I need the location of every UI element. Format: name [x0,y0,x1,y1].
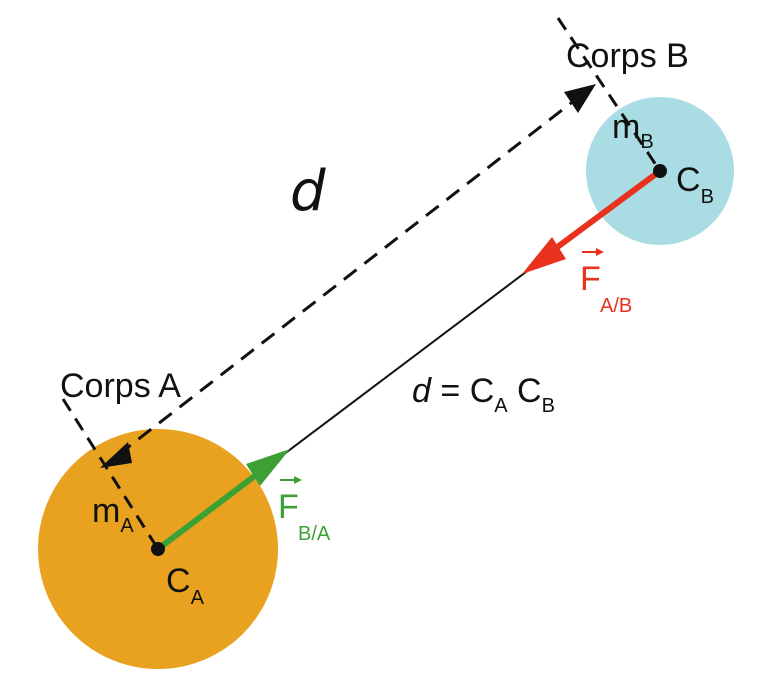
distance-arrowhead-b [564,84,596,113]
formula-c1: C [470,372,495,410]
mass-b-label: mB [612,108,654,153]
force-ba-symbol: F [278,488,299,526]
force-ab-arrow [546,168,662,257]
force-ba-sub: B/A [298,523,331,545]
center-b-sub: B [701,186,714,208]
distance-arrowhead-a [100,442,132,468]
center-a-dot [151,542,165,556]
force-ba-arrow [156,466,266,552]
force-ba-label: F B/A [278,476,331,545]
center-a-sub: A [191,587,205,609]
force-ba-arrowhead [246,449,290,486]
force-ab-arrowhead [522,237,566,274]
guide-line-a [61,398,160,550]
force-ba-vector-tip [294,476,302,484]
center-a-label: CA [166,562,205,609]
formula-c1-sub: A [494,395,508,417]
center-b-symbol: C [676,161,701,199]
formula-c2: C [517,372,542,410]
formula-lhs: d [412,372,432,410]
mass-b-symbol: m [612,108,640,146]
distance-symbol: d [290,159,326,224]
body-a-label: Corps A [60,367,181,405]
center-a-symbol: C [166,562,191,600]
formula-eq: = [440,372,460,410]
force-ab-vector-tip [596,248,604,256]
body-b-label: Corps B [566,37,689,75]
mass-a-label: mA [92,492,134,537]
mass-a-symbol: m [92,492,120,530]
distance-arrow [117,98,576,457]
mass-b-sub: B [640,131,653,153]
force-ab-sub: A/B [600,295,632,317]
distance-formula: d = CA CB [412,372,555,420]
force-ab-symbol: F [580,260,601,298]
mass-a-sub: A [120,515,134,537]
formula-c2-sub: B [542,395,555,417]
force-ab-label: F A/B [580,248,632,317]
center-b-dot [653,164,667,178]
guide-line-b [556,17,662,172]
center-b-label: CB [676,161,714,208]
